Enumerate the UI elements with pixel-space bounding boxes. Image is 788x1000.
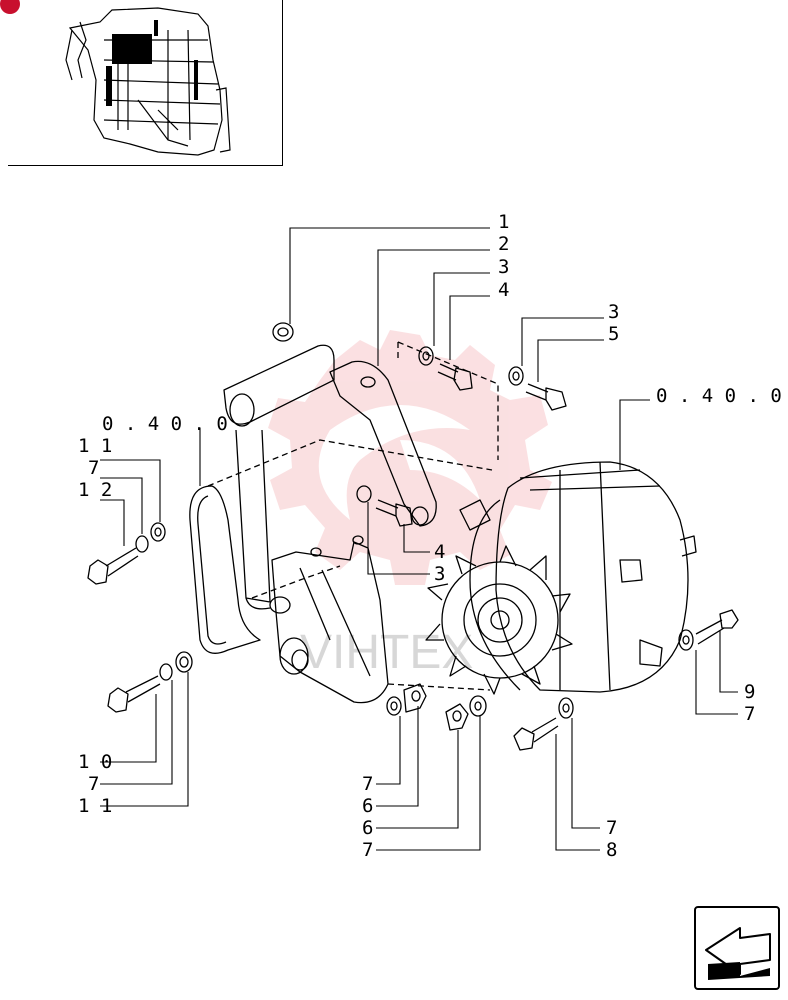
tension-plate — [329, 360, 437, 527]
callout-7: 7 — [88, 773, 99, 795]
bolt-4-mid — [356, 485, 413, 527]
callout-8: 8 — [606, 839, 617, 861]
callout-4: 4 — [434, 541, 445, 563]
watermark-logo — [268, 330, 552, 585]
bolt-9-assembly — [678, 609, 739, 651]
callout-10: 1 0 — [78, 751, 112, 773]
alternator — [425, 461, 697, 695]
engine-thumbnail[interactable] — [8, 0, 282, 165]
callout-7: 7 — [744, 703, 755, 725]
reference-left: 0 . 4 0 . 0 — [102, 413, 228, 435]
callout-3: 3 — [498, 256, 509, 278]
nut-washer-set-right — [445, 695, 487, 731]
bolt-8-assembly — [513, 697, 574, 751]
callout-3: 3 — [608, 301, 619, 323]
bolt-10-assembly — [107, 651, 193, 713]
nut-washer-set-left — [386, 683, 427, 716]
engine-thumbnail-frame — [0, 0, 283, 166]
bolt-5 — [508, 366, 567, 411]
callout-3: 3 — [434, 563, 445, 585]
callout-5: 5 — [608, 323, 619, 345]
callout-7: 7 — [362, 773, 373, 795]
callout-6: 6 — [362, 817, 373, 839]
callout-7: 7 — [362, 839, 373, 861]
callout-labels: 1 2 3 4 3 5 4 3 1 1 7 1 2 1 0 7 1 1 7 6 … — [78, 211, 782, 861]
reference-right: 0 . 4 0 . 0 — [656, 385, 782, 407]
page-marker-icon — [0, 0, 20, 14]
callout-11: 1 1 — [78, 795, 112, 817]
callout-12: 1 2 — [78, 479, 112, 501]
callout-1: 1 — [498, 211, 509, 233]
arrow-back-icon — [694, 906, 780, 990]
callout-11: 1 1 — [78, 435, 112, 457]
drive-belt — [189, 485, 261, 654]
callout-4: 4 — [498, 279, 509, 301]
leader-lines — [100, 227, 738, 851]
callout-7: 7 — [88, 457, 99, 479]
previous-page-button[interactable] — [694, 906, 780, 990]
callout-2: 2 — [498, 233, 509, 255]
callout-6: 6 — [362, 795, 373, 817]
bolt-12-assembly — [87, 522, 166, 585]
callout-7: 7 — [606, 817, 617, 839]
spacer-bush — [272, 322, 294, 342]
bolt-4-top — [418, 346, 473, 391]
callout-9: 9 — [744, 681, 755, 703]
